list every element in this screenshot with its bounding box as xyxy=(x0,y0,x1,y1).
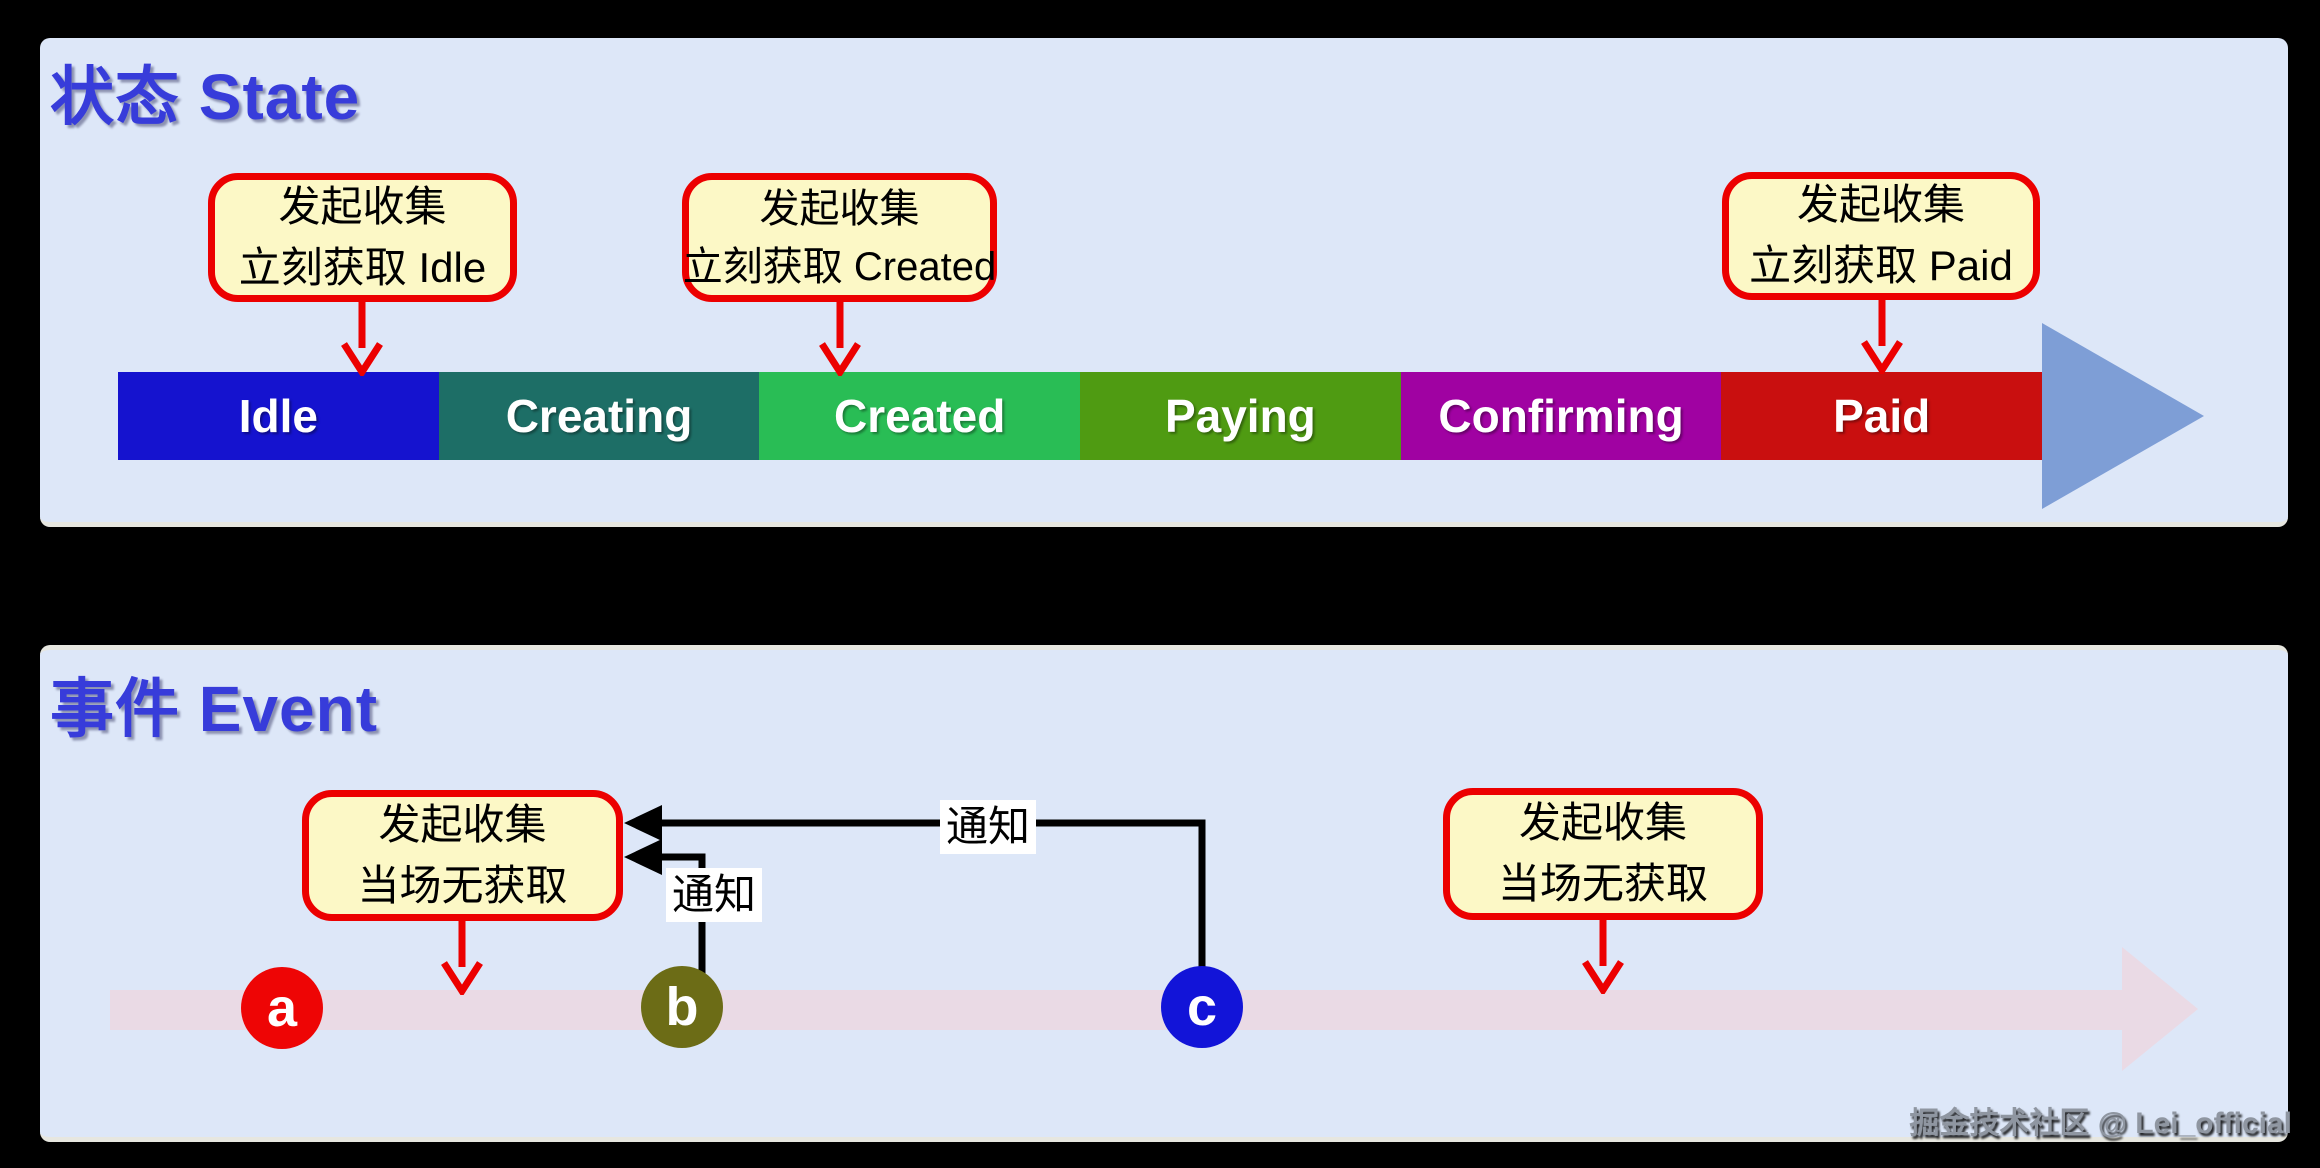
red-arrow-down-icon xyxy=(819,302,861,376)
event-panel: 事件 Event 通知 通知 发起收集 当场无获取 发起收集 当场无获取 xyxy=(40,645,2288,1142)
callout-event-no-fetch-1: 发起收集 当场无获取 xyxy=(302,790,623,921)
notify-label-b: 通知 xyxy=(666,868,763,923)
callout-event-no-fetch-2: 发起收集 当场无获取 xyxy=(1443,788,1763,920)
red-arrow-down-icon xyxy=(441,921,483,995)
state-panel-title: 状态 State xyxy=(50,61,361,133)
notify-label-c: 通知 xyxy=(940,800,1037,855)
callout-line1: 发起收集 xyxy=(1518,799,1687,847)
state-panel: 状态 State 发起收集 立刻获取 Idle 发起收集 立刻获取 Create… xyxy=(40,38,2288,527)
callout-line2: 当场无获取 xyxy=(357,861,568,909)
callout-line1: 发起收集 xyxy=(278,182,447,230)
event-point-c: c xyxy=(1161,966,1243,1048)
state-segment-creating: Creating xyxy=(438,372,760,460)
red-arrow-down-icon xyxy=(341,302,383,376)
state-segment-paid: Paid xyxy=(1721,372,2043,460)
callout-line2: 当场无获取 xyxy=(1497,860,1708,907)
watermark: 掘金技术社区 @ Lei_official xyxy=(1909,1107,2292,1140)
notify-arrowhead-icon xyxy=(624,805,662,841)
callout-get-idle: 发起收集 立刻获取 Idle xyxy=(208,173,517,302)
callout-line2: 立刻获取 Paid xyxy=(1749,242,2013,289)
state-timeline-arrow-icon xyxy=(2042,323,2204,509)
event-timeline-arrow-icon xyxy=(2122,947,2198,1071)
state-timeline-bar: Idle Creating Created Paying Confirming … xyxy=(118,372,2043,460)
callout-line1: 发起收集 xyxy=(759,186,920,231)
event-timeline-band xyxy=(110,990,2122,1030)
callout-line1: 发起收集 xyxy=(378,800,547,848)
notify-connectors xyxy=(624,805,1206,974)
state-segment-confirming: Confirming xyxy=(1400,372,1722,460)
red-arrow-down-icon xyxy=(1582,920,1624,994)
state-segment-paying: Paying xyxy=(1080,372,1401,460)
callout-get-paid: 发起收集 立刻获取 Paid xyxy=(1722,172,2040,300)
event-point-b: b xyxy=(641,966,723,1048)
event-point-a: a xyxy=(241,967,323,1049)
callout-line1: 发起收集 xyxy=(1796,181,1965,229)
notify-arrowhead-icon xyxy=(624,839,662,875)
notify-line-from-b xyxy=(660,853,706,974)
state-segment-idle: Idle xyxy=(118,372,439,460)
callout-get-created: 发起收集 立刻获取 Created xyxy=(682,173,997,302)
callout-line2: 立刻获取 Created xyxy=(682,244,997,289)
event-panel-title: 事件 Event xyxy=(50,673,379,745)
state-segment-created: Created xyxy=(759,372,1081,460)
callout-line2: 立刻获取 Idle xyxy=(238,243,487,291)
notify-line-from-c xyxy=(660,819,1206,970)
red-arrow-down-icon xyxy=(1861,300,1903,374)
